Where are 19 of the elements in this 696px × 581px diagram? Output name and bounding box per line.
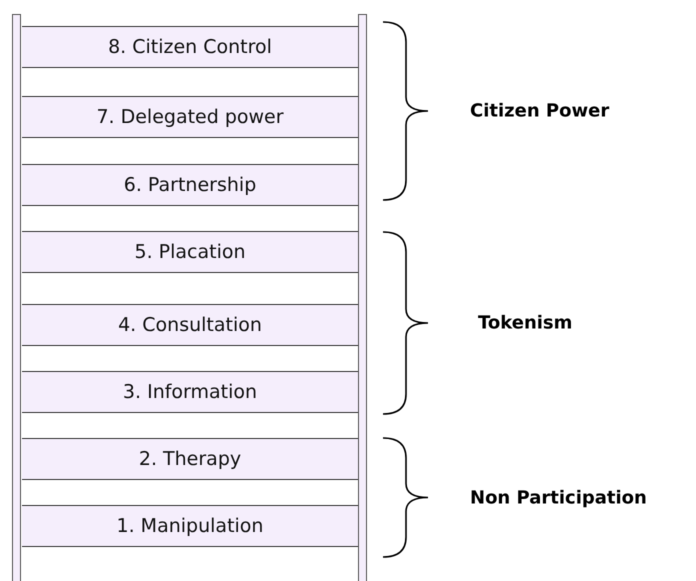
ladder-rung	[22, 96, 358, 138]
rung-label: 3. Information	[122, 381, 258, 403]
ladder-rung	[22, 164, 358, 206]
group-label: Tokenism	[478, 312, 572, 334]
rung-label: 7. Delegated power	[96, 106, 284, 128]
ladder-rung	[22, 231, 358, 273]
rung-label: 2. Therapy	[138, 448, 242, 470]
group-label: Citizen Power	[470, 100, 610, 122]
ladder-rung	[22, 26, 358, 68]
rung-label: 8. Citizen Control	[108, 36, 272, 58]
ladder-rung	[22, 438, 358, 480]
rung-label: 6. Partnership	[124, 174, 256, 196]
rung-label: 5. Placation	[134, 241, 246, 263]
ladder-rung	[22, 505, 358, 547]
ladder-rung	[22, 371, 358, 413]
rung-label: 1. Manipulation	[116, 515, 264, 537]
group-label: Non Participation	[470, 487, 647, 508]
rung-label: 4. Consultation	[118, 314, 262, 336]
ladder-rung	[22, 304, 358, 346]
